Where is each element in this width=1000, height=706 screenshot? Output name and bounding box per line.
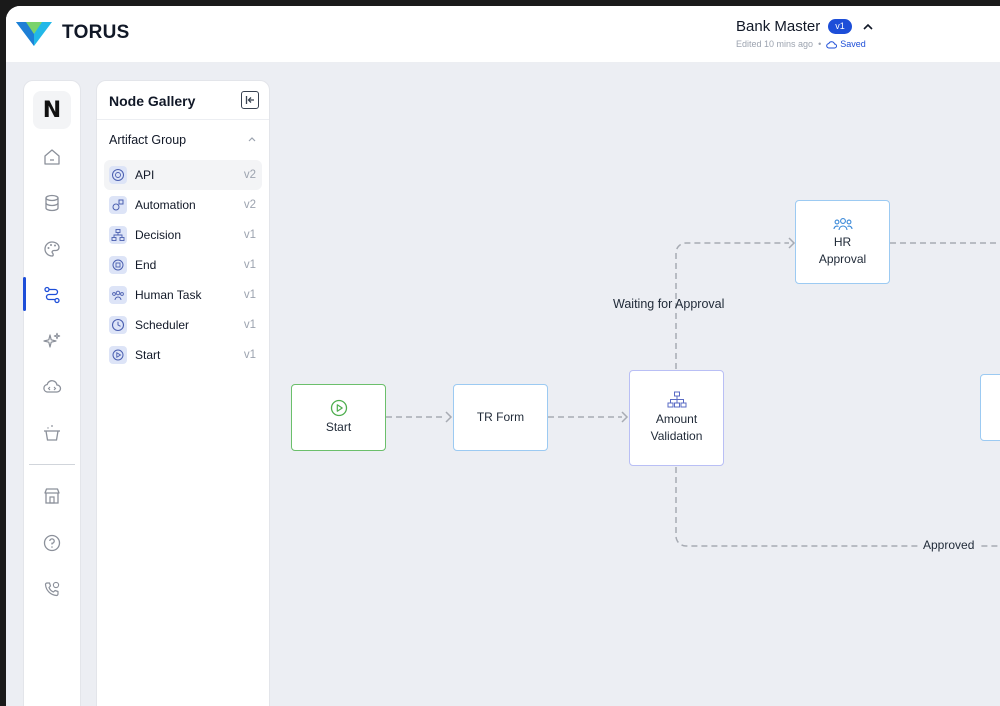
node-label-line2: Approval [818,252,867,266]
chevron-up-icon[interactable] [862,21,874,33]
gallery-item-label: End [135,258,157,272]
gallery-item-version: v1 [243,349,256,361]
active-indicator [23,277,26,311]
gallery-item-version: v2 [243,169,256,181]
arrow-head [788,237,796,249]
arrow-head [621,411,629,423]
gallery-item-label: Scheduler [135,318,190,332]
node-gallery-title: Node Gallery [109,93,196,109]
gallery-item-label: Automation [135,198,196,212]
gallery-item-label: Start [135,348,161,362]
flow-node-hr-approval[interactable]: HR Approval [795,200,890,284]
arrow-head [445,411,453,423]
gallery-item-automation[interactable]: Automation v2 [104,190,262,220]
gallery-item-version: v1 [243,289,256,301]
app-window: TORUS Bank Master v1 Edited 10 mins ago … [6,6,1000,706]
database-icon[interactable] [40,191,64,215]
app-name: TORUS [62,22,130,43]
gallery-item-start[interactable]: Start v1 [104,340,262,370]
palette-icon[interactable] [40,237,64,261]
api-icon [109,166,127,184]
gallery-item-label: Human Task [135,288,202,302]
saved-status: Saved [826,39,866,49]
gallery-item-api[interactable]: API v2 [104,160,262,190]
decision-icon [667,391,686,408]
automation-icon [109,196,127,214]
support-icon[interactable] [40,577,64,601]
home-icon[interactable] [40,145,64,169]
sparkles-icon[interactable] [40,329,64,353]
edge-validation-approved [675,467,1000,547]
end-icon [109,256,127,274]
saved-label: Saved [840,39,866,49]
workflow-canvas[interactable]: N [6,63,1000,706]
app-logo[interactable]: TORUS [16,20,130,46]
workspace-logo-letter: N [42,97,62,123]
flow-icon[interactable] [40,283,64,307]
scheduler-icon [109,316,127,334]
edited-timestamp: Edited 10 mins ago [736,39,814,49]
cloud-check-icon [826,40,838,48]
flow-node-amount-validation[interactable]: Amount Validation [629,370,724,466]
flow-edges [386,237,1000,547]
node-label-line1: Amount [655,412,698,426]
torus-logo-icon [16,22,52,46]
node-label-line1: HR [833,235,852,249]
cloud-code-icon[interactable] [40,375,64,399]
meta-separator: • [818,39,822,49]
document-title[interactable]: Bank Master [736,18,821,35]
flow-node-offscreen[interactable] [980,374,1000,441]
edge-label-approved: Approved [919,538,979,552]
gallery-item-end[interactable]: End v1 [104,250,262,280]
document-title-area: Bank Master v1 Edited 10 mins ago • Save… [736,18,874,49]
version-badge[interactable]: v1 [828,19,852,34]
top-header: TORUS Bank Master v1 Edited 10 mins ago … [6,6,1000,63]
chevron-up-icon [248,137,256,142]
gallery-item-version: v2 [243,199,256,211]
artifact-group-title: Artifact Group [109,133,187,147]
edge-validation-to-hr [675,242,789,369]
rail-divider [29,464,75,465]
gallery-item-decision[interactable]: Decision v1 [104,220,262,250]
node-label: Start [325,420,352,434]
help-icon[interactable] [40,531,64,555]
gallery-item-label: API [135,168,155,182]
gallery-item-version: v1 [243,229,256,241]
workspace-logo[interactable]: N [33,91,71,129]
left-icon-rail: N [23,80,81,706]
node-label-line2: Validation [650,429,703,443]
start-icon [109,346,127,364]
gallery-item-human-task[interactable]: Human Task v1 [104,280,262,310]
flow-node-start[interactable]: Start [291,384,386,451]
flow-node-tr-form[interactable]: TR Form [453,384,548,451]
gallery-item-label: Decision [135,228,182,242]
bucket-icon[interactable] [40,421,64,445]
gallery-item-version: v1 [243,319,256,331]
artifact-group-header[interactable]: Artifact Group [97,120,269,160]
start-icon [330,399,347,417]
store-icon[interactable] [40,484,64,508]
human-task-icon [109,286,127,304]
node-label: TR Form [476,410,525,424]
gallery-item-version: v1 [243,259,256,271]
gallery-item-scheduler[interactable]: Scheduler v1 [104,310,262,340]
collapse-panel-button[interactable] [241,91,259,109]
decision-icon [109,226,127,244]
edge-label-waiting: Waiting for Approval [613,297,725,311]
collapse-left-icon [245,96,254,104]
node-gallery-panel: Node Gallery Artifact Group API v2 [96,80,270,706]
human-task-icon [832,218,853,231]
